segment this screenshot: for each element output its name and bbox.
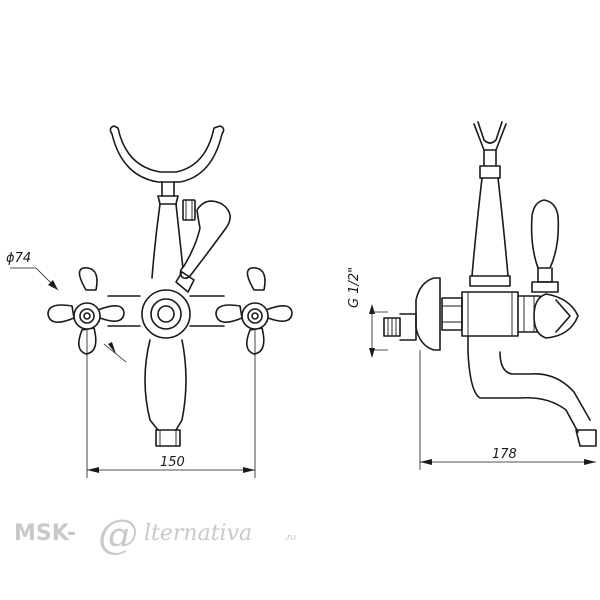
front-view: ϕ74 150 (6, 125, 293, 478)
holder-stem (161, 181, 175, 197)
mixer-body (107, 295, 225, 327)
side-body (461, 291, 519, 337)
side-spout (467, 335, 591, 433)
width-front-extension (86, 330, 256, 478)
left-cross-handle (47, 267, 125, 355)
svg-text:.ru: .ru (284, 533, 297, 543)
width-front-label: 150 (160, 455, 185, 470)
diameter-label: ϕ74 (6, 251, 31, 266)
central-nut (141, 289, 191, 339)
side-fork (473, 121, 507, 151)
diverter-knob (182, 199, 196, 221)
watermark-logo: MSK- @ lternativa .ru (14, 512, 297, 558)
side-lever (530, 199, 560, 269)
threaded-inlet (383, 313, 417, 341)
svg-text:MSK-: MSK- (14, 521, 76, 546)
thread-label: G 1/2" (347, 267, 362, 308)
side-cross-handle (533, 293, 579, 339)
diverter-lever (179, 200, 231, 280)
wall-flange (415, 277, 441, 351)
thread-leader (371, 311, 388, 351)
svg-text:lternativa: lternativa (144, 521, 252, 546)
side-stem (471, 177, 509, 277)
side-view: G 1/2" 178 (347, 121, 597, 470)
upper-body (151, 203, 185, 279)
width-side-label: 178 (492, 447, 517, 462)
width-side-extension (419, 350, 596, 470)
svg-text:@: @ (98, 512, 138, 558)
right-cross-handle (215, 267, 293, 355)
shower-cradle (109, 125, 225, 183)
spout-front (144, 339, 187, 431)
